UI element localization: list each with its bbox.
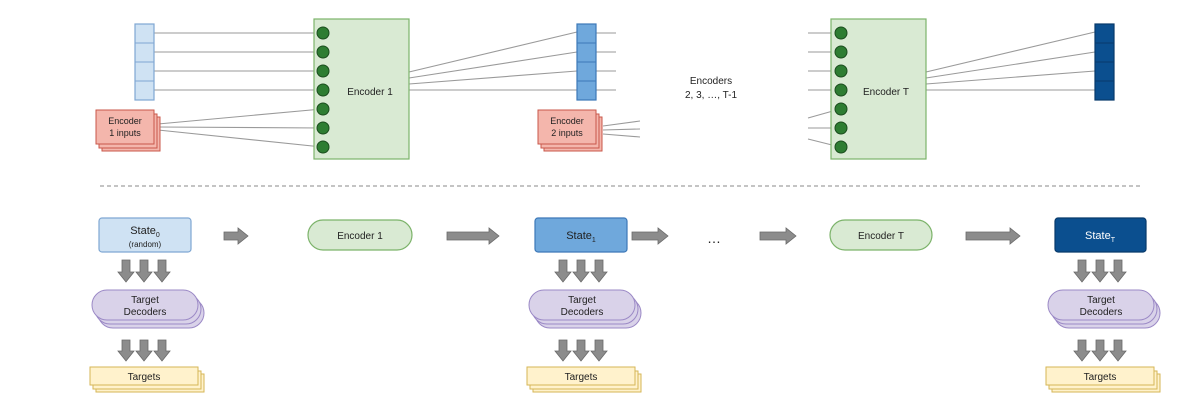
target-decoders-label-line1-2: Target [1087,295,1115,306]
encoder1-pill: Encoder 1 [307,219,413,251]
targets-stack-0: Targets [89,366,205,393]
target-decoders-stack-1: Target Decoders [528,289,642,329]
flow-arrow-2 [446,227,500,245]
middle-encoders-label-line1: Encoders [690,76,732,87]
state1-box: State1 [534,217,628,253]
wires-encoderT-to-vectorT [925,31,1096,91]
target-decoders-stack-2: Target Decoders [1047,289,1161,329]
targets-label-1: Targets [565,372,598,383]
down-arrows-to-targets-0 [117,339,171,362]
flow-arrow-4 [759,227,797,245]
encoder1-inputs-label-line2: 1 inputs [109,128,141,138]
encoderT-pill-label: Encoder T [858,231,904,242]
encoderT-label: Encoder T [863,87,909,98]
wires-vector0-to-encoder1 [154,32,322,91]
targets-stack-2: Targets [1045,366,1161,393]
targets-stack-1: Targets [526,366,642,393]
flow-arrow-5 [965,227,1021,245]
state0-note: (random) [129,240,162,249]
down-arrows-to-targets-1 [554,339,608,362]
encoderT-pill: Encoder T [829,219,933,251]
target-decoders-stack-0: Target Decoders [91,289,205,329]
stateT-box: StateT [1054,217,1147,253]
encoder1-block: Encoder 1 [313,18,410,160]
flow-ellipsis: … [707,230,721,246]
down-arrows-to-decoders-0 [117,259,171,283]
encoder1-pill-label: Encoder 1 [337,231,383,242]
target-decoders-label-line2-0: Decoders [124,307,167,318]
stateT-label: StateT [1085,230,1116,244]
decoder-column-2: Target Decoders Targets [1045,259,1161,393]
down-arrows-to-targets-2 [1073,339,1127,362]
encoder1-label: Encoder 1 [347,87,393,98]
target-decoders-label-line1-1: Target [568,295,596,306]
flow-arrow-1 [223,227,249,245]
flow-arrow-3 [631,227,669,245]
target-decoders-label-line2-2: Decoders [1080,307,1123,318]
wires-vector1-out [596,32,616,91]
target-decoders-label-line2-1: Decoders [561,307,604,318]
encoder1-inputs-label-line1: Encoder [108,116,142,126]
state0-label: State0 [130,225,160,239]
target-decoders-label-line1-0: Target [131,295,159,306]
decoder-column-0: Target Decoders Targets [89,259,205,393]
state-vector-1 [576,23,597,101]
decoder-column-1: Target Decoders Targets [526,259,642,393]
encoder2-inputs-label-line1: Encoder [550,116,584,126]
state-vector-T [1094,23,1115,101]
wires-inputs2-out [602,120,641,138]
down-arrows-to-decoders-1 [554,259,608,283]
encoder1-inputs-stack: Encoder 1 inputs [95,109,161,152]
state1-label: State1 [566,230,596,244]
down-arrows-to-decoders-2 [1073,259,1127,283]
encoderT-block: Encoder T [830,18,927,160]
wires-encoder1-to-vector1 [408,31,578,91]
targets-label-0: Targets [128,372,161,383]
middle-encoders-label-line2: 2, 3, …, T-1 [685,90,737,101]
state-vector-0 [134,23,155,101]
encoder2-inputs-stack: Encoder 2 inputs [537,109,603,152]
wires-inputs1-to-encoder1 [157,108,323,148]
targets-label-2: Targets [1084,372,1117,383]
state0-box: State0 (random) [98,217,192,253]
encoder2-inputs-label-line2: 2 inputs [551,128,583,138]
